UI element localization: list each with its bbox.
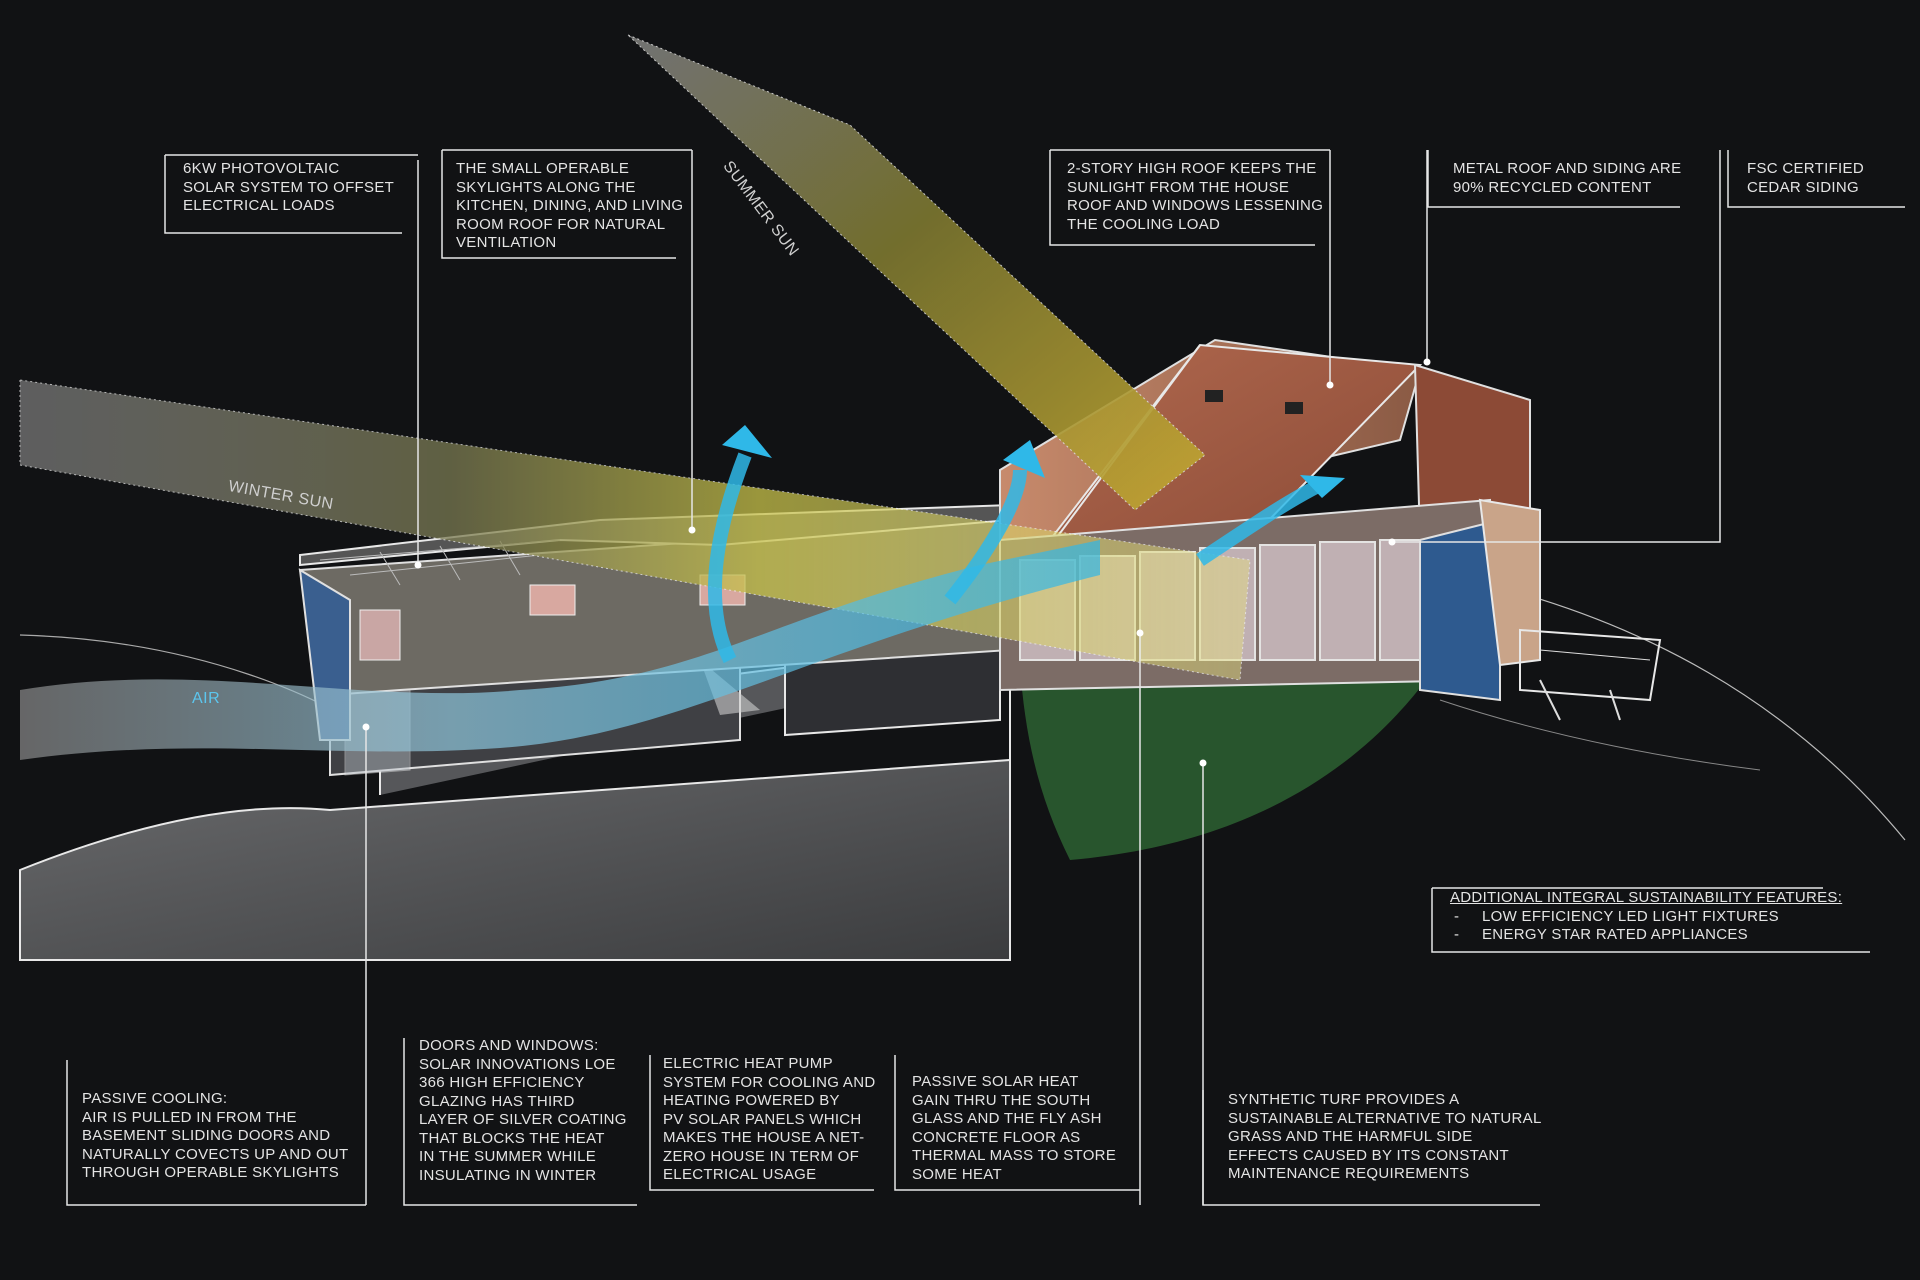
callout-line: CEDAR SIDING <box>1747 178 1859 196</box>
callout-line: 90% RECYCLED CONTENT <box>1453 178 1652 196</box>
air-flow-band <box>20 540 1100 760</box>
callout-line: INSULATING IN WINTER <box>419 1166 597 1184</box>
callout-skylights: THE SMALL OPERABLE SKYLIGHTS ALONG THE K… <box>456 160 683 253</box>
callout-line: 2-STORY HIGH ROOF KEEPS THE <box>1067 160 1317 177</box>
callout-line: CONCRETE FLOOR AS <box>912 1128 1081 1146</box>
callout-line: ELECTRICAL LOADS <box>183 197 335 214</box>
callout-line: PASSIVE SOLAR HEAT <box>912 1073 1079 1090</box>
callout-line: METAL ROOF AND SIDING ARE <box>1453 160 1682 177</box>
callout-line: FSC CERTIFIED <box>1747 160 1864 177</box>
callout-line: SOME HEAT <box>912 1165 1002 1183</box>
callout-line: THAT BLOCKS THE HEAT <box>419 1129 605 1147</box>
air-arrowheads <box>722 425 1345 498</box>
callout-line: ELECTRICAL USAGE <box>663 1166 817 1183</box>
feature-list: LOW EFFICIENCY LED LIGHT FIXTURES ENERGY… <box>1450 908 1842 945</box>
callout-cedar-siding: FSC CERTIFIED CEDAR SIDING <box>1747 160 1864 197</box>
callout-heading: ADDITIONAL INTEGRAL SUSTAINABILITY FEATU… <box>1450 889 1843 906</box>
callout-line: THERMAL MASS TO STORE <box>912 1147 1117 1164</box>
callout-line: NATURALLY COVECTS UP AND OUT <box>82 1145 349 1163</box>
callout-additional-features: ADDITIONAL INTEGRAL SUSTAINABILITY FEATU… <box>1450 889 1842 945</box>
air-label: AIR <box>192 690 221 707</box>
callout-line: BASEMENT SLIDING DOORS AND <box>82 1127 331 1144</box>
callout-frames <box>66 149 1905 1206</box>
callout-line: PASSIVE COOLING: <box>82 1090 228 1107</box>
callout-line: 6KW PHOTOVOLTAIC <box>183 160 340 177</box>
callout-line: IN THE SUMMER WHILE <box>419 1148 597 1165</box>
summer-sun-beam <box>627 34 1206 511</box>
callout-line: MAKES THE HOUSE A NET- <box>663 1129 865 1146</box>
callout-line: ZERO HOUSE IN TERM OF <box>663 1147 860 1165</box>
callout-heat-pump: ELECTRIC HEAT PUMP SYSTEM FOR COOLING AN… <box>663 1055 875 1185</box>
callout-doors-windows: DOORS AND WINDOWS: SOLAR INNOVATIONS LOE… <box>419 1037 627 1185</box>
callout-line: LAYER OF SILVER COATING <box>419 1111 627 1128</box>
callout-line: ROOF AND WINDOWS LESSENING <box>1067 197 1324 214</box>
callout-line: THROUGH OPERABLE SKYLIGHTS <box>82 1164 340 1181</box>
callout-line: SUNLIGHT FROM THE HOUSE <box>1067 178 1290 196</box>
callout-line: 366 HIGH EFFICIENCY <box>419 1074 585 1091</box>
callout-line: AIR IS PULLED IN FROM THE <box>82 1108 297 1126</box>
air-convection-arrows <box>708 452 1324 664</box>
callout-line: KITCHEN, DINING, AND LIVING <box>456 197 684 214</box>
callout-synthetic-turf: SYNTHETIC TURF PROVIDES A SUSTAINABLE AL… <box>1228 1091 1542 1184</box>
callout-line: MAINTENANCE REQUIREMENTS <box>1228 1165 1470 1182</box>
callout-line: SOLAR SYSTEM TO OFFSET <box>183 178 395 196</box>
leader-dots <box>362 358 1431 767</box>
feature-item: ENERGY STAR RATED APPLIANCES <box>1450 926 1842 945</box>
callout-line: VENTILATION <box>456 234 557 251</box>
callout-line: THE COOLING LOAD <box>1067 215 1221 233</box>
callout-line: SOLAR INNOVATIONS LOE <box>419 1055 616 1073</box>
callout-high-roof: 2-STORY HIGH ROOF KEEPS THE SUNLIGHT FRO… <box>1067 160 1323 234</box>
callout-line: SYNTHETIC TURF PROVIDES A <box>1228 1091 1460 1108</box>
callout-line: HEATING POWERED BY <box>663 1092 840 1109</box>
callout-line: PV SOLAR PANELS WHICH <box>663 1110 862 1128</box>
callout-line: GAIN THRU THE SOUTH <box>912 1091 1091 1109</box>
callout-line: GLAZING HAS THIRD <box>419 1092 575 1110</box>
callout-line: DOORS AND WINDOWS: <box>419 1037 599 1054</box>
callout-metal-roof: METAL ROOF AND SIDING ARE 90% RECYCLED C… <box>1453 160 1681 197</box>
callout-line: THE SMALL OPERABLE <box>456 160 630 177</box>
callout-photovoltaic: 6KW PHOTOVOLTAIC SOLAR SYSTEM TO OFFSET … <box>183 160 394 216</box>
callout-passive-cooling: PASSIVE COOLING: AIR IS PULLED IN FROM T… <box>82 1090 349 1183</box>
feature-item: LOW EFFICIENCY LED LIGHT FIXTURES <box>1450 908 1842 927</box>
callout-line: SKYLIGHTS ALONG THE <box>456 178 636 196</box>
callout-line: EFFECTS CAUSED BY ITS CONSTANT <box>1228 1146 1509 1164</box>
callout-line: SUSTAINABLE ALTERNATIVE TO NATURAL <box>1228 1109 1542 1127</box>
callout-line: ROOM ROOF FOR NATURAL <box>456 215 666 233</box>
callout-line: GRASS AND THE HARMFUL SIDE <box>1228 1128 1473 1145</box>
callout-line: GLASS AND THE FLY ASH <box>912 1110 1102 1127</box>
callout-line: SYSTEM FOR COOLING AND <box>663 1073 876 1091</box>
callout-line: ELECTRIC HEAT PUMP <box>663 1055 833 1072</box>
callout-passive-solar: PASSIVE SOLAR HEAT GAIN THRU THE SOUTH G… <box>912 1073 1116 1184</box>
